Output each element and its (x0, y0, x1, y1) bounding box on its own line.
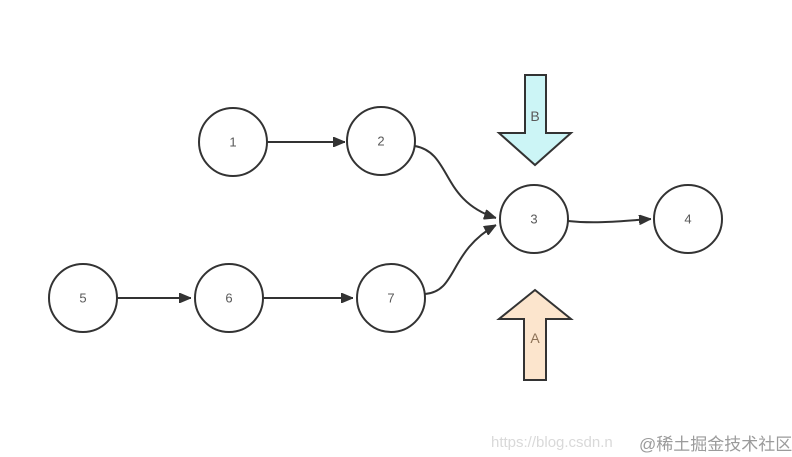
edges-group (117, 142, 651, 298)
watermark-community: @稀土掘金技术社区 (639, 435, 792, 454)
big-arrow-b: B (496, 74, 574, 167)
node-1-label: 1 (229, 135, 236, 150)
node-2: 2 (346, 106, 416, 176)
node-7-label: 7 (387, 291, 394, 306)
node-3: 3 (499, 184, 569, 254)
node-2-circle (346, 106, 416, 176)
edge-7-3 (424, 224, 496, 295)
node-6: 6 (194, 263, 264, 333)
node-2-label: 2 (377, 134, 384, 149)
node-1: 1 (198, 107, 268, 177)
node-4-circle (653, 184, 723, 254)
up-arrow-icon (496, 288, 574, 381)
node-5-circle (48, 263, 118, 333)
watermark-url: https://blog.csdn.n (491, 434, 613, 451)
big-arrow-a: A (496, 288, 574, 381)
edge-2-3 (414, 145, 496, 218)
node-7: 7 (356, 263, 426, 333)
node-4-label: 4 (684, 212, 691, 227)
node-3-circle (499, 184, 569, 254)
node-6-circle (194, 263, 264, 333)
node-1-circle (198, 107, 268, 177)
node-5: 5 (48, 263, 118, 333)
edge-3-4 (567, 219, 651, 222)
node-4: 4 (653, 184, 723, 254)
node-6-label: 6 (225, 291, 232, 306)
down-arrow-icon (496, 74, 574, 167)
up-arrow-label: A (530, 330, 540, 346)
down-arrow-label: B (530, 108, 539, 124)
node-3-label: 3 (530, 212, 537, 227)
node-5-label: 5 (79, 291, 86, 306)
node-7-circle (356, 263, 426, 333)
